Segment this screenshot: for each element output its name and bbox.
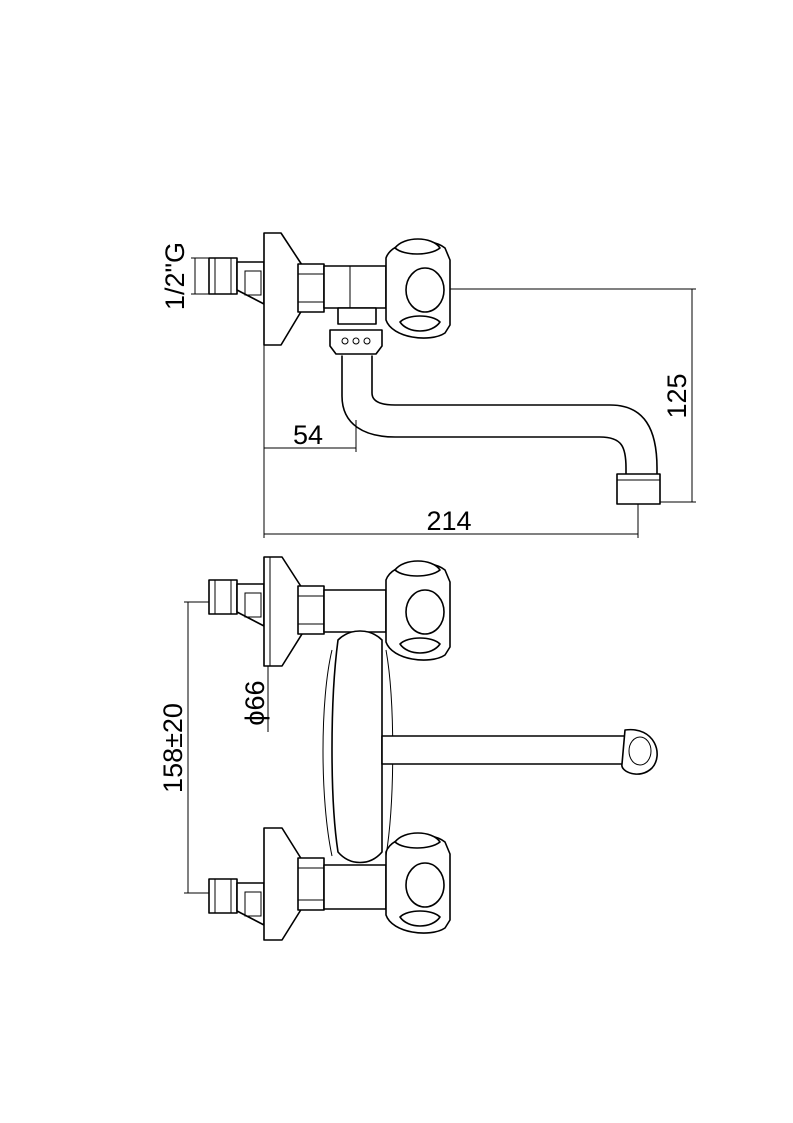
dimension-centers-label: 158±20 [158,703,188,793]
dimension-214-label: 214 [426,506,471,536]
spout-swivel [329,307,383,355]
handle [385,238,451,339]
spout-pipe [341,355,627,479]
upper-valve [208,556,451,667]
dimension-125-label: 125 [662,373,692,418]
side-view: 1/2"G 54 214 125 [160,232,696,538]
wall-flange [263,232,303,346]
dimension-thread-label: 1/2"G [160,242,190,310]
dimension-thread [191,257,209,295]
central-body [331,630,383,864]
spout-front [381,729,658,775]
valve-body [323,265,387,309]
inlet-connector [208,257,265,305]
dimension-54-label: 54 [293,420,323,450]
dimension-54 [263,345,357,538]
dimension-centers [184,601,209,894]
dimension-125 [450,288,696,503]
hex-nut [297,263,325,313]
front-view: ϕ66 158±20 [158,556,658,941]
dimension-214 [264,504,639,538]
lower-valve [208,827,451,941]
dimension-diameter-label: ϕ66 [240,680,270,725]
aerator [616,473,661,505]
